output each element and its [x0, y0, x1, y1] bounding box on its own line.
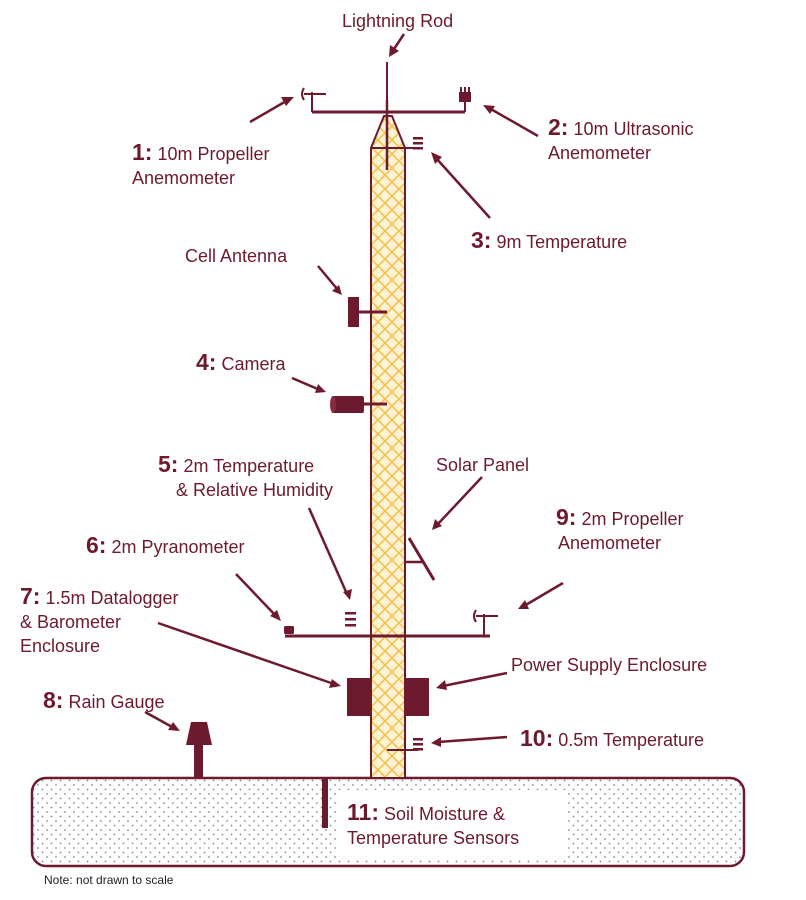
- label-number: 7:: [20, 583, 41, 609]
- temperature-humidity-sensor-2m: [345, 612, 356, 627]
- soil-probe: [322, 778, 328, 828]
- power-supply-enclosure: [405, 678, 429, 716]
- label-text: & Barometer: [20, 612, 122, 632]
- cell-antenna: [348, 297, 387, 327]
- label-number: 5:: [158, 451, 179, 477]
- label-2m-propeller-anemometer: 9: 2m Propeller Anemometer: [556, 505, 684, 555]
- label-text: 0.5m Temperature: [558, 730, 705, 750]
- temperature-sensor-9m: [371, 137, 423, 150]
- note-not-to-scale: Note: not drawn to scale: [44, 873, 174, 887]
- label-text: 9m Temperature: [496, 232, 628, 252]
- label-text: Rain Gauge: [68, 692, 165, 712]
- label-text: 1.5m Datalogger: [45, 588, 179, 608]
- label-number: 3:: [471, 227, 492, 253]
- label-10m-propeller-anemometer: 1: 10m Propeller Anemometer: [132, 140, 270, 190]
- label-number: 11:: [347, 799, 379, 825]
- label-number: 10:: [520, 725, 554, 751]
- camera: [330, 396, 387, 413]
- label-10m-ultrasonic-anemometer: 2: 10m Ultrasonic Anemometer: [548, 115, 694, 165]
- label-9m-temperature: 3: 9m Temperature: [471, 228, 627, 254]
- temperature-sensor-0-5m: [387, 738, 423, 751]
- datalogger-enclosure: [347, 678, 371, 716]
- label-text: Anemometer: [548, 143, 652, 163]
- label-text: 2m Temperature: [183, 456, 315, 476]
- label-soil-moisture-temperature-sensors: 11: Soil Moisture & Temperature Sensors: [347, 800, 519, 850]
- ultrasonic-anemometer-10m: [459, 87, 471, 112]
- label-number: 9:: [556, 504, 577, 530]
- label-rain-gauge: 8: Rain Gauge: [43, 688, 165, 714]
- label-text: 10m Propeller: [157, 144, 270, 164]
- label-power-supply-enclosure: Power Supply Enclosure: [511, 655, 708, 675]
- label-number: 2:: [548, 114, 569, 140]
- label-lightning-rod: Lightning Rod: [342, 11, 454, 31]
- label-solar-panel: Solar Panel: [436, 455, 530, 475]
- label-cell-antenna: Cell Antenna: [185, 246, 288, 266]
- label-text: 10m Ultrasonic: [573, 119, 694, 139]
- label-text: 2m Pyranometer: [111, 537, 245, 557]
- label-datalogger-barometer-enclosure: 7: 1.5m Datalogger & Barometer Enclosure: [20, 584, 179, 658]
- rain-gauge: [186, 722, 212, 778]
- label-number: 6:: [86, 532, 107, 558]
- label-2m-pyranometer: 6: 2m Pyranometer: [86, 533, 245, 559]
- label-text: 2m Propeller: [581, 509, 684, 529]
- propeller-anemometer-10m: [301, 87, 326, 112]
- pyranometer-2m: [284, 626, 294, 634]
- label-text: & Relative Humidity: [176, 480, 334, 500]
- label-text: Anemometer: [558, 533, 662, 553]
- label-number: 1:: [132, 139, 153, 165]
- label-text: Camera: [221, 354, 286, 374]
- label-text: Temperature Sensors: [347, 828, 520, 848]
- label-number: 8:: [43, 687, 64, 713]
- propeller-anemometer-2m: [473, 609, 498, 636]
- label-number: 4:: [196, 349, 217, 375]
- label-0-5m-temperature: 10: 0.5m Temperature: [520, 726, 704, 752]
- label-2m-temperature-humidity: 5: 2m Temperature & Relative Humidity: [158, 452, 333, 502]
- label-text: Enclosure: [20, 636, 101, 656]
- solar-panel: [405, 537, 436, 581]
- tower: [370, 115, 406, 779]
- label-text: Soil Moisture &: [384, 804, 506, 824]
- soil-label-backdrop: [338, 790, 568, 858]
- label-camera: 4: Camera: [196, 350, 286, 376]
- label-text: Anemometer: [132, 168, 236, 188]
- arrows: [144, 33, 564, 747]
